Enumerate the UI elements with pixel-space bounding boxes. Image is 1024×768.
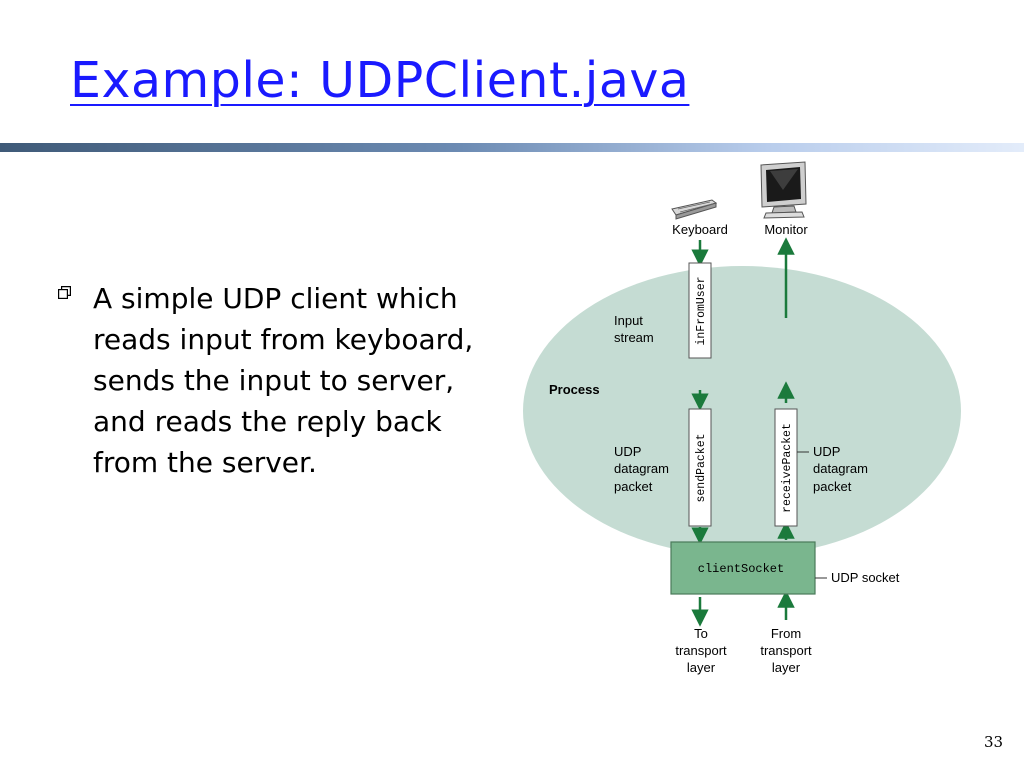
svg-text:transport: transport (675, 643, 727, 658)
svg-text:datagram: datagram (614, 461, 669, 476)
receive-packet-box (774, 408, 798, 527)
page-number: 33 (984, 733, 1004, 751)
svg-text:UDP: UDP (614, 444, 641, 459)
svg-text:To: To (694, 626, 708, 641)
svg-text:transport: transport (760, 643, 812, 658)
svg-text:layer: layer (772, 660, 801, 675)
monitor-label: Monitor (764, 222, 808, 237)
svg-text:stream: stream (614, 330, 654, 345)
svg-text:UDP: UDP (813, 444, 840, 459)
udp-datagram-label-left: UDP datagram packet (614, 444, 669, 494)
receive-packet-label: receivePacket (781, 423, 794, 513)
bullet-icon (58, 286, 71, 299)
to-transport-label: To transport layer (675, 626, 727, 675)
udp-datagram-label-right: UDP datagram packet (813, 444, 868, 494)
client-socket-box (670, 541, 816, 595)
send-packet-box (688, 408, 712, 527)
svg-text:datagram: datagram (813, 461, 868, 476)
slide-title: Example: UDPClient.java (70, 52, 690, 109)
monitor-icon (760, 161, 807, 219)
svg-text:Input: Input (614, 313, 643, 328)
from-transport-label: From transport layer (760, 626, 812, 675)
svg-text:layer: layer (687, 660, 716, 675)
client-socket-label: clientSocket (698, 562, 784, 576)
udp-socket-label: UDP socket (831, 570, 900, 585)
in-from-user-box (688, 262, 712, 359)
svg-text:packet: packet (614, 479, 653, 494)
title-divider (0, 143, 1024, 152)
bullet-text: A simple UDP client which reads input fr… (93, 282, 474, 479)
keyboard-label: Keyboard (672, 222, 728, 237)
keyboard-icon (671, 199, 718, 220)
process-oval (523, 266, 961, 556)
svg-text:From: From (771, 626, 801, 641)
process-label: Process (549, 382, 600, 397)
send-packet-label: sendPacket (695, 433, 708, 502)
in-from-user-label: inFromUser (695, 276, 708, 345)
svg-text:packet: packet (813, 479, 852, 494)
input-stream-label: Input stream (614, 313, 654, 345)
